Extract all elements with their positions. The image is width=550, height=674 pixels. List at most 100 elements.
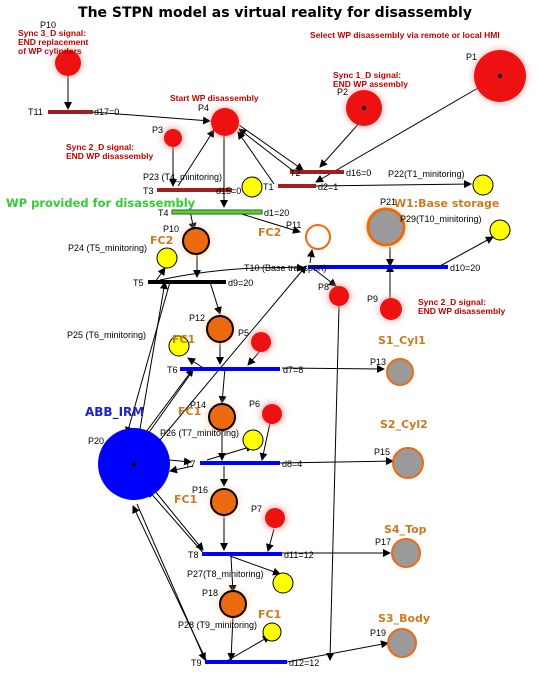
delay-t9: d12=12 [289, 658, 319, 668]
delay-t11: d17=0 [94, 107, 119, 117]
place-p9[interactable] [380, 298, 402, 320]
place-p15[interactable] [392, 447, 424, 479]
label-p19: P19 [370, 628, 386, 638]
annotation-sync3-line3: of WP cylinders [18, 46, 82, 56]
label-p28: P28 (T9_minitoring) [178, 620, 257, 630]
label-p10: P10 [163, 224, 179, 234]
place-labels: P10 P1 P2 P3 P4 P22(T1_minitoring) P23 (… [40, 20, 482, 638]
place-p11[interactable] [305, 224, 331, 250]
label-p23: P23 (T4_minitoring) [143, 172, 222, 182]
transition-t11[interactable] [48, 110, 93, 114]
delay-t6: d7=8 [283, 365, 303, 375]
label-p16: P16 [192, 485, 208, 495]
annotation-sync3-line2: END replacement [18, 37, 89, 47]
transition-t6[interactable] [180, 367, 280, 371]
label-t6: T6 [167, 365, 178, 375]
label-p25: P25 (T6_minitoring) [67, 330, 146, 340]
annotation-s4: S4_Top [384, 523, 427, 536]
delay-t7: d8=4 [282, 459, 302, 469]
place-p1-token [498, 74, 502, 78]
transitions [48, 110, 448, 664]
place-p23[interactable] [241, 176, 263, 198]
place-p10[interactable] [182, 227, 210, 255]
annotation-select: Select WP disassembly via remote or loca… [310, 30, 500, 40]
place-p3[interactable] [164, 129, 182, 147]
transition-t2[interactable] [290, 170, 344, 174]
label-p1: P1 [466, 52, 477, 62]
annotation-fc1-d: FC1 [258, 608, 281, 621]
label-t2: T2 [290, 168, 301, 178]
label-p22: P22(T1_minitoring) [388, 169, 465, 179]
annotation-sync2b-line2: END WP disassembly [418, 306, 506, 316]
place-p25[interactable] [168, 335, 190, 357]
label-p11: P11 [286, 220, 301, 230]
transition-t1[interactable] [278, 184, 316, 188]
place-p2-token [362, 106, 366, 110]
label-t10: T10 (Base transport) [244, 263, 327, 273]
place-p5[interactable] [251, 332, 271, 352]
place-p6[interactable] [262, 404, 282, 424]
delay-t5: d9=20 [228, 278, 253, 288]
place-p24[interactable] [156, 247, 178, 269]
annotation-fc2-a: FC2 [150, 234, 173, 247]
place-p4[interactable] [211, 108, 239, 136]
transition-t10[interactable] [308, 265, 448, 269]
label-p24: P24 (T5_minitoring) [68, 243, 147, 253]
transition-t8[interactable] [202, 552, 282, 556]
label-p9: P9 [367, 294, 378, 304]
place-p28[interactable] [262, 622, 282, 642]
label-p26: P26 (T7_minitoring) [160, 428, 239, 438]
place-p21[interactable] [366, 207, 406, 247]
label-t4: T4 [158, 208, 169, 218]
place-p8[interactable] [329, 286, 349, 306]
place-p17[interactable] [391, 538, 421, 568]
label-p27: P27(T8_minitoring) [187, 569, 264, 579]
annotation-sync3-line1: Sync 3_D signal: [18, 28, 86, 38]
place-p10-top[interactable] [55, 50, 81, 76]
label-t8: T8 [188, 550, 199, 560]
annotation-fc1-c: FC1 [174, 493, 197, 506]
annotation-sync2a-line1: Sync 2_D signal: [66, 142, 134, 152]
label-t9: T9 [191, 658, 202, 668]
label-p20: P20 [88, 436, 104, 446]
place-p20-token [132, 462, 136, 466]
place-p19[interactable] [387, 628, 417, 658]
transition-t7[interactable] [200, 461, 280, 465]
arcs [64, 76, 494, 665]
place-p26[interactable] [242, 429, 264, 451]
place-p13[interactable] [386, 358, 414, 386]
annotation-abb: ABB_IRM [85, 405, 144, 420]
annotation-fc2-b: FC2 [258, 226, 281, 239]
place-p27[interactable] [272, 572, 294, 594]
transition-labels: T11 d17=0 T2 d16=0 T1 d2=1 T3 d15=0 T4 d… [28, 107, 480, 668]
label-p8: P8 [318, 282, 329, 292]
place-p22[interactable] [472, 174, 494, 196]
label-p18: P18 [202, 588, 218, 598]
label-p15: P15 [374, 447, 390, 457]
place-p16[interactable] [210, 488, 238, 516]
label-p5: P5 [238, 328, 249, 338]
annotation-fc1-a: FC1 [172, 333, 195, 346]
place-p7[interactable] [265, 508, 285, 528]
label-p7: P7 [251, 504, 262, 514]
transition-t4[interactable] [171, 209, 263, 215]
label-p21: P21 [380, 197, 396, 207]
diagram-title: The STPN model as virtual reality for di… [78, 5, 472, 21]
label-p13: P13 [370, 357, 386, 367]
transition-t5[interactable] [148, 280, 226, 284]
label-p14: P14 [190, 400, 206, 410]
annotation-fc1-b: FC1 [178, 405, 201, 418]
place-p18[interactable] [219, 590, 247, 618]
annotation-s3: S3_Body [378, 612, 430, 625]
label-p2: P2 [337, 87, 348, 97]
place-p12[interactable] [206, 315, 234, 343]
label-p12: P12 [189, 313, 205, 323]
transition-t3[interactable] [157, 188, 232, 192]
delay-t4: d1=20 [264, 208, 289, 218]
place-p14[interactable] [208, 403, 236, 431]
transition-t9[interactable] [205, 660, 287, 664]
annotation-sync1-line1: Sync 1_D signal: [333, 70, 401, 80]
place-p29[interactable] [489, 219, 511, 241]
places [53, 48, 528, 658]
